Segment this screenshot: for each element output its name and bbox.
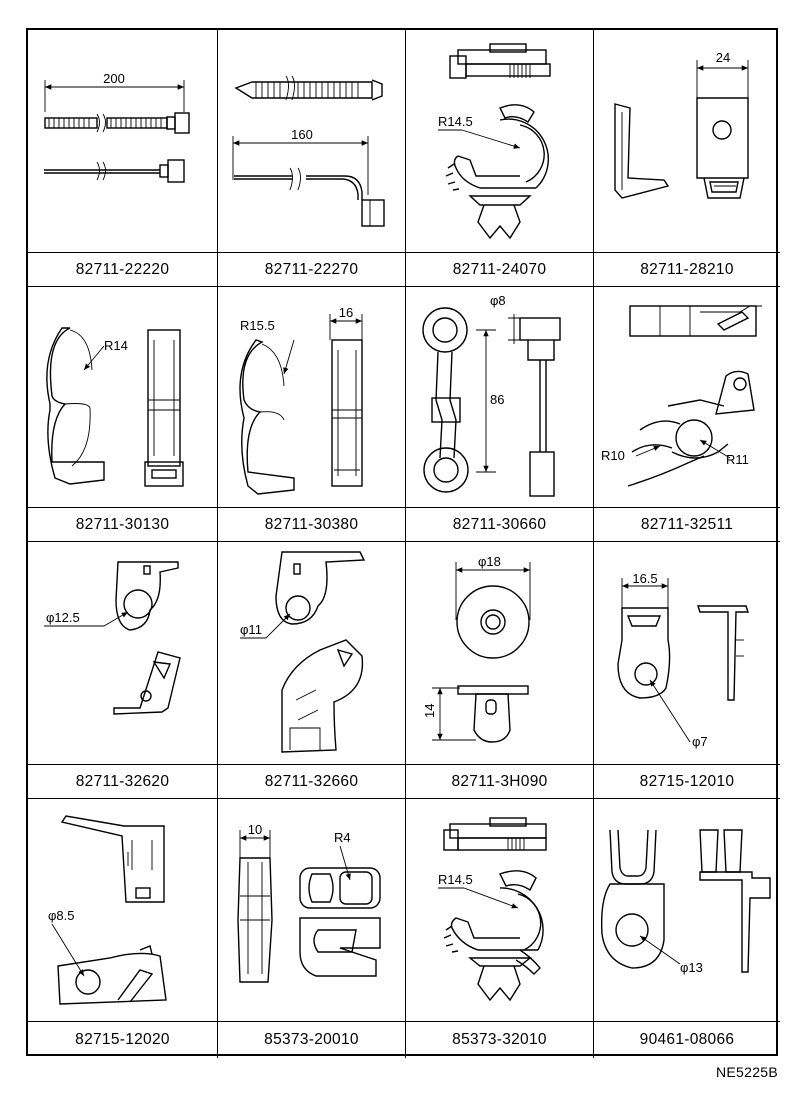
drawing-cell-6 — [218, 287, 406, 508]
hole-bracket-drawing-2: φ8.5 — [48, 815, 167, 1005]
drawing-cell-12 — [594, 542, 780, 765]
dimension-label: R11 — [726, 452, 749, 467]
drawing-cell-4 — [594, 30, 780, 253]
clamp-bracket-drawing: R10 R11 — [601, 305, 762, 487]
part-number-label: 85373-20010 — [218, 1022, 406, 1058]
dimension-label: R10 — [601, 448, 625, 463]
drawing-cell-15 — [406, 799, 594, 1022]
drawing-cell-16 — [594, 799, 780, 1022]
u-clip-drawing: φ13 — [600, 829, 771, 975]
drawing-cell-2 — [218, 30, 406, 253]
hole-bracket-drawing: 16.5 φ7 — [617, 571, 749, 749]
dimension-label: R15.5 — [240, 318, 275, 333]
drawing-cell-10 — [218, 542, 406, 765]
dimension-label: 24 — [716, 50, 730, 65]
bracket-drawing: 24 — [614, 50, 749, 199]
drawing-cell-13 — [28, 799, 218, 1022]
part-number-label: 82715-12020 — [28, 1022, 218, 1058]
dimension-label: R14.5 — [438, 114, 473, 129]
part-number-label: 82711-22270 — [218, 253, 406, 287]
dimension-label: R4 — [334, 830, 351, 845]
parts-grid: 82711-22220 82711-22270 82711-24070 8271… — [26, 28, 780, 1058]
part-number-label: 82711-32620 — [28, 765, 218, 799]
double-clamp-drawing-2: R15.5 16 — [239, 305, 363, 495]
part-number-label: 82711-32660 — [218, 765, 406, 799]
part-number-label: 82711-24070 — [406, 253, 594, 287]
clamp-drawing-2: R14.5 — [438, 817, 547, 1002]
dimension-label: φ8 — [490, 293, 506, 308]
link-clip-drawing: φ8 86 — [422, 293, 561, 497]
drawing-cell-3 — [406, 30, 594, 253]
dimension-label: R14 — [104, 338, 128, 353]
dimension-label: R14.5 — [438, 872, 473, 887]
drawing-cell-5 — [28, 287, 218, 508]
drawing-cell-8 — [594, 287, 780, 508]
drawing-cell-14 — [218, 799, 406, 1022]
dimension-label: 16 — [339, 305, 353, 320]
retainer-drawing: 10 R4 — [237, 822, 381, 983]
part-number-label: 82711-28210 — [594, 253, 780, 287]
drawing-cell-11 — [406, 542, 594, 765]
grommet-drawing: φ18 14 — [422, 554, 531, 743]
dimension-label: φ12.5 — [46, 610, 80, 625]
part-number-label: 82711-30130 — [28, 508, 218, 542]
part-number-label: 82711-30660 — [406, 508, 594, 542]
clamp-drawing: R14.5 — [438, 43, 551, 240]
part-number-label: 82715-12010 — [594, 765, 780, 799]
tie-clip-drawing: 160 — [232, 75, 385, 227]
part-number-label: 82711-30380 — [218, 508, 406, 542]
dimension-label: 86 — [490, 392, 504, 407]
dimension-label: 200 — [103, 71, 125, 86]
dimension-label: φ8.5 — [48, 908, 75, 923]
part-number-label: 85373-32010 — [406, 1022, 594, 1058]
dimension-label: φ18 — [478, 554, 501, 569]
dimension-label: φ11 — [240, 622, 262, 637]
drawing-cell-9 — [28, 542, 218, 765]
dimension-label: 160 — [291, 127, 313, 142]
part-number-label: 82711-3H090 — [406, 765, 594, 799]
part-number-label: 82711-32511 — [594, 508, 780, 542]
dimension-label: 14 — [422, 704, 437, 718]
reference-code: NE5225B — [715, 1064, 778, 1080]
double-clamp-drawing: R14 — [46, 327, 184, 487]
cable-tie-drawing: 200 — [44, 71, 190, 183]
part-number-label: 90461-08066 — [639, 1031, 735, 1048]
drawing-cell-1 — [28, 30, 218, 253]
drawing-cell-7 — [406, 287, 594, 508]
part-number-label: 82711-22220 — [28, 253, 218, 287]
dimension-label: 10 — [248, 822, 262, 837]
bracket-hole-drawing: φ12.5 — [44, 561, 181, 715]
dimension-label: φ13 — [680, 960, 703, 975]
dimension-label: 16.5 — [632, 571, 657, 586]
bracket-hole-drawing-2: φ11 — [240, 551, 366, 753]
dimension-label: φ7 — [692, 734, 708, 749]
